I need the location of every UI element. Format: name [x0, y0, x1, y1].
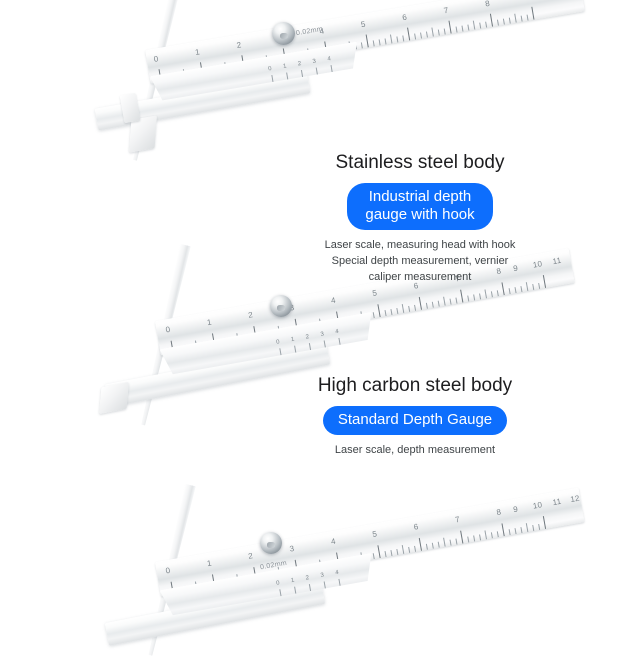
scale-number: 3: [288, 543, 296, 554]
scale-number: 2: [235, 40, 243, 51]
scale-number: 8: [495, 507, 502, 518]
vernier-number: 0: [267, 65, 273, 73]
scale-number: 10: [532, 500, 543, 511]
vernier-number: 1: [290, 336, 296, 344]
vernier-number: 2: [305, 334, 310, 341]
bottom-cropped-heading: [0, 632, 640, 640]
product-feature-page: 0 1 2 3 4 5 6 7 8 9 10 11 0 1 2 3 4 0.02…: [0, 0, 640, 640]
feature-text-high-carbon-steel: High carbon steel body Standard Depth Ga…: [295, 375, 535, 459]
scale-number: 2: [247, 551, 254, 561]
vernier-number: 3: [312, 58, 317, 66]
scale-number: 0: [164, 565, 172, 576]
product-image-third-gauge: 0 1 2 3 4 5 6 7 8 9 10 11 12 0 1 2 3 4: [104, 490, 590, 665]
scale-number: 6: [413, 522, 420, 532]
vernier-number: 3: [320, 331, 325, 338]
scale-number: 11: [551, 496, 563, 508]
scale-number: 0: [164, 324, 172, 335]
flat-end-2: [99, 381, 129, 415]
scale-number: 1: [194, 47, 201, 57]
subtext-high-carbon-steel: Laser scale, depth measurement: [334, 443, 496, 456]
scale-number: 11: [551, 255, 563, 267]
subtext-stainless-steel: Laser scale, measuring head with hook Sp…: [324, 238, 516, 283]
vernier-number: 3: [320, 572, 325, 579]
locking-knob-2: [270, 295, 292, 317]
scale-number: 7: [443, 5, 450, 16]
vernier-number: 0: [275, 580, 281, 587]
badge-industrial-depth-gauge[interactable]: Industrial depth gauge with hook: [347, 182, 493, 230]
vernier-number: 2: [297, 61, 302, 68]
scale-number: 0: [153, 54, 160, 64]
scale-number: 5: [371, 288, 378, 299]
scale-number: 12: [569, 493, 581, 505]
vernier-number: 4: [334, 569, 340, 577]
vernier-number: 4: [327, 56, 332, 63]
locking-knob-1: [272, 22, 295, 45]
hook-tab-1: [119, 92, 141, 124]
badge-standard-depth-gauge[interactable]: Standard Depth Gauge: [322, 405, 508, 435]
vernier-number: 1: [290, 577, 296, 585]
feature-text-stainless-steel: Stainless steel body Industrial depth ga…: [300, 152, 540, 286]
headline-high-carbon-steel: High carbon steel body: [317, 375, 513, 396]
scale-number: 8: [484, 0, 491, 9]
scale-number: 5: [371, 529, 378, 540]
headline-stainless-steel: Stainless steel body: [335, 152, 505, 173]
scale-number: 4: [330, 295, 337, 306]
product-image-high-carbon-steel: 0 1 2 3 4 5 6 7 8 9 10 11 0 1 2 3 4: [99, 245, 575, 445]
scale-number: 9: [524, 0, 530, 2]
scale-number: 7: [454, 514, 461, 525]
vernier-number: 4: [334, 328, 340, 336]
scale-number: 6: [401, 12, 408, 23]
scale-number: 1: [206, 558, 213, 569]
scale-number: 5: [360, 19, 367, 30]
vernier-number: 1: [282, 63, 288, 71]
scale-number: 9: [512, 504, 519, 515]
scale-number: 4: [330, 536, 337, 547]
locking-knob-3: [260, 532, 282, 554]
product-image-stainless-steel: 0 1 2 3 4 5 6 7 8 9 10 11 0 1 2 3 4 0.02…: [94, 0, 585, 180]
scale-number: 2: [247, 310, 254, 320]
scale-number: 1: [206, 317, 213, 328]
vernier-number: 0: [275, 339, 281, 346]
vernier-number: 2: [305, 575, 310, 582]
